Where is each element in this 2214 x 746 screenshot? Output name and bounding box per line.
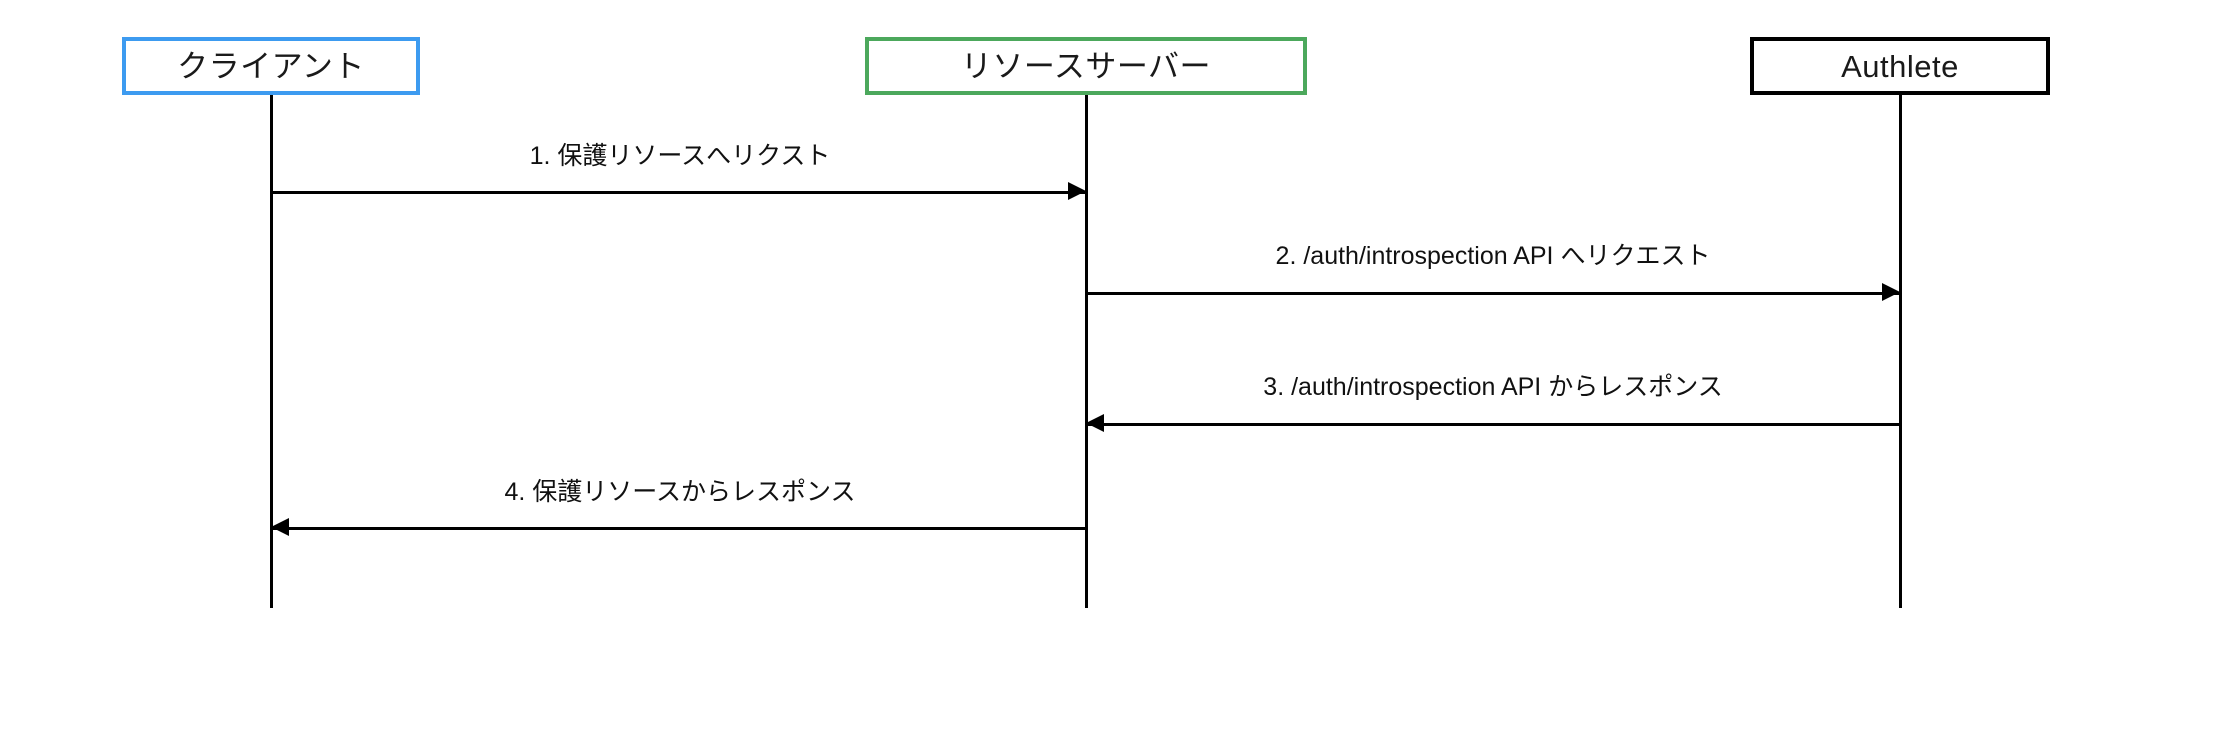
message-line-1: [271, 191, 1086, 194]
participant-box-authlete[interactable]: Authlete: [1750, 37, 2050, 95]
lifeline-resource-server: [1085, 95, 1088, 608]
participant-box-client[interactable]: クライアント: [122, 37, 420, 95]
participant-box-resource-server[interactable]: リソースサーバー: [865, 37, 1307, 95]
lifeline-authlete: [1899, 95, 1902, 608]
participant-label-resource-server: リソースサーバー: [960, 48, 1212, 84]
participant-label-authlete: Authlete: [1841, 48, 1959, 84]
message-label-1: 1. 保護リソースへリクスト: [529, 142, 831, 170]
participant-label-client: クライアント: [177, 48, 365, 84]
message-line-4: [271, 527, 1086, 530]
message-label-3: 3. /auth/introspection API からレスポンス: [1263, 373, 1723, 401]
arrow-head-icon-3: [1086, 414, 1104, 432]
message-label-2: 2. /auth/introspection API へリクエスト: [1275, 242, 1711, 270]
message-line-3: [1086, 423, 1900, 426]
message-label-4: 4. 保護リソースからレスポンス: [504, 478, 856, 506]
arrow-head-icon-1: [1068, 182, 1086, 200]
arrow-head-icon-2: [1882, 283, 1900, 301]
message-line-2: [1086, 292, 1900, 295]
lifeline-client: [270, 95, 273, 608]
arrow-head-icon-4: [271, 518, 289, 536]
